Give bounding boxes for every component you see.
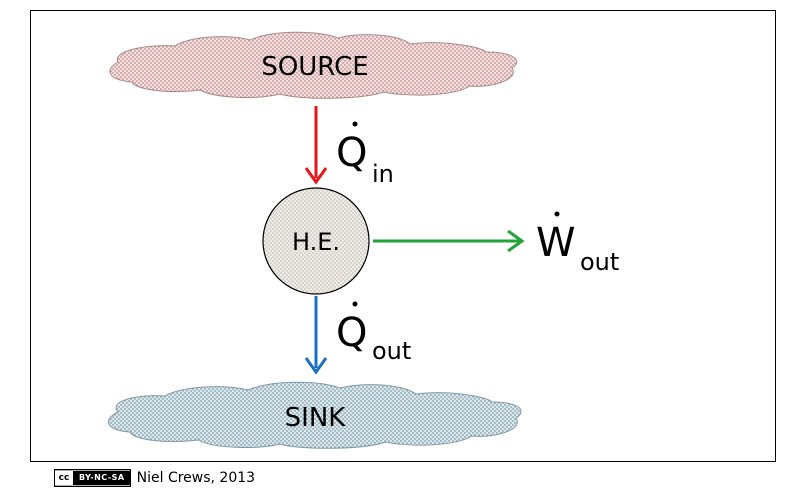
work-out-label: W out xyxy=(536,211,619,276)
license-badge[interactable]: cc BY-NC-SA xyxy=(54,469,131,487)
cc-icon: cc xyxy=(55,471,74,485)
author-credit: Niel Crews, 2013 xyxy=(136,470,256,486)
source-cloud xyxy=(109,31,518,99)
heat-engine xyxy=(262,187,370,295)
heat-in-subscript: in xyxy=(372,160,394,188)
heat-out-dot xyxy=(352,301,358,307)
work-out-symbol: W xyxy=(536,220,576,266)
heat-out-arrow xyxy=(304,296,328,375)
heat-in-symbol: Q xyxy=(336,130,367,176)
heat-out-symbol: Q xyxy=(336,310,367,356)
source-label: SOURCE xyxy=(261,52,368,82)
work-out-arrow xyxy=(373,229,525,253)
heat-in-dot xyxy=(352,121,358,127)
heat-in-arrow xyxy=(304,106,328,185)
license-type: BY-NC-SA xyxy=(74,471,130,485)
credit-line: cc BY-NC-SA Niel Crews, 2013 xyxy=(54,468,255,488)
sink-label: SINK xyxy=(285,403,347,433)
heat-in-label: Q in xyxy=(336,121,394,188)
heat-engine-label: H.E. xyxy=(292,228,340,256)
heat-out-label: Q out xyxy=(336,301,411,365)
work-out-subscript: out xyxy=(580,248,619,276)
sink-cloud xyxy=(107,381,522,449)
heat-out-subscript: out xyxy=(372,337,411,365)
work-out-dot xyxy=(554,211,560,217)
